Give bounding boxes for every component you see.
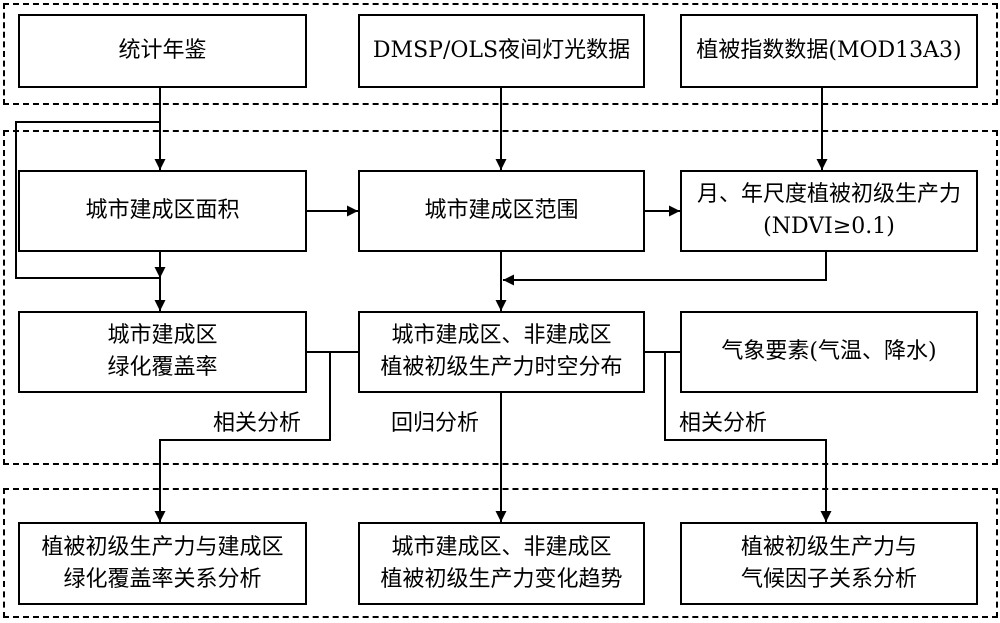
node-climate-relation-analysis: 植被初级生产力与 气候因子关系分析 [680,522,978,605]
node-label-line-1: 城市建成区、非建成区 [391,323,612,348]
node-npp-distribution: 城市建成区、非建成区 植被初级生产力时空分布 [358,311,645,393]
node-label-line-1: 城市建成区、非建成区 [391,534,612,560]
node-label-line-2: 绿化覆盖率关系分析 [63,566,262,592]
node-label-line-2: 植被初级生产力变化趋势 [380,566,623,592]
node-label-line-1: 植被初级生产力与建成区 [41,534,284,560]
node-statistical-yearbook: 统计年鉴 [18,14,307,88]
node-label-line-1: 月、年尺度植被初级生产力 [696,182,961,207]
node-night-light-data: DMSP/OLS夜间灯光数据 [358,14,645,88]
node-label: 植被指数数据(MOD13A3) [696,38,962,63]
node-label-line-2: 绿化覆盖率 [107,355,218,380]
node-label: 城市建成区面积 [85,198,240,223]
node-npp: 月、年尺度植被初级生产力 (NDVI≥0.1) [680,170,978,252]
node-vegetation-index-data: 植被指数数据(MOD13A3) [680,14,978,88]
node-label-line-2: 植被初级生产力时空分布 [380,355,623,380]
node-built-extent: 城市建成区范围 [358,170,645,252]
node-label: 气象要素(气温、降水) [721,339,937,364]
node-label: 城市建成区范围 [424,198,579,223]
node-label-line-1: 城市建成区 [107,323,218,348]
method-label-regression: 回归分析 [391,411,480,436]
node-green-coverage: 城市建成区 绿化覆盖率 [18,311,307,393]
node-npp-trend: 城市建成区、非建成区 植被初级生产力变化趋势 [358,522,645,605]
method-label-correlation-right: 相关分析 [679,411,768,436]
node-green-relation-analysis: 植被初级生产力与建成区 绿化覆盖率关系分析 [18,522,307,605]
node-label-line-1: 植被初级生产力与 [740,534,917,560]
node-label-line-2: (NDVI≥0.1) [763,214,895,239]
method-label-correlation-left: 相关分析 [213,411,302,436]
node-label-line-2: 气候因子关系分析 [740,566,917,592]
node-label: DMSP/OLS夜间灯光数据 [372,38,631,63]
node-meteorology: 气象要素(气温、降水) [680,311,978,393]
node-built-area: 城市建成区面积 [18,170,307,252]
node-label: 统计年鉴 [118,38,207,63]
